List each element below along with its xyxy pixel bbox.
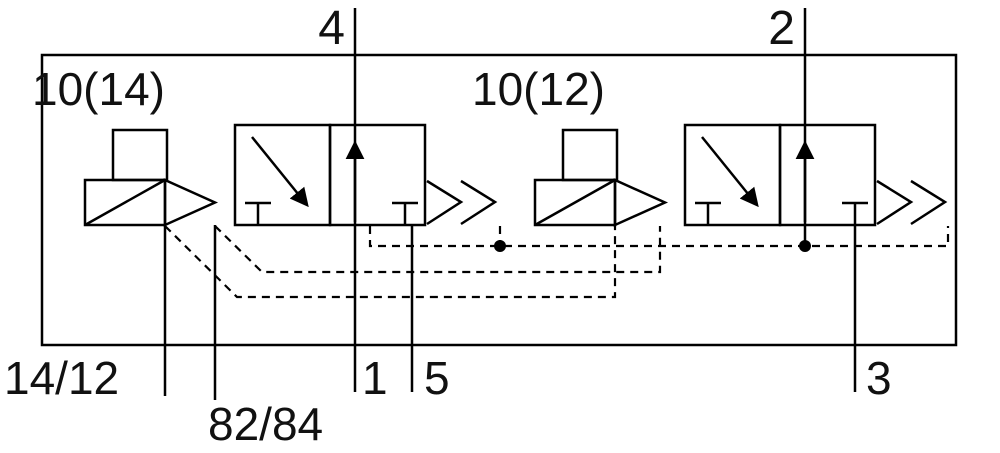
pilot-10-12-label: 10(12) bbox=[472, 63, 605, 115]
pilot-10-14-label: 10(14) bbox=[32, 63, 165, 115]
manifold-outline bbox=[40, 53, 958, 347]
control-82-84-label: 82/84 bbox=[208, 398, 323, 450]
port-3-label: 3 bbox=[866, 352, 892, 404]
port-2-label: 2 bbox=[768, 2, 795, 55]
port-1-label: 1 bbox=[362, 352, 388, 404]
junction-dot-left bbox=[494, 240, 506, 252]
pilot-channel-14-dashed bbox=[164, 225, 617, 299]
valve-module-left bbox=[85, 125, 495, 225]
pilot-channel-12-dashed bbox=[214, 225, 662, 274]
valve-module-right bbox=[535, 125, 945, 225]
port-5-label: 5 bbox=[424, 352, 450, 404]
pilot-supply-dashed bbox=[368, 226, 950, 248]
port-4-label: 4 bbox=[318, 2, 345, 55]
control-14-12-label: 14/12 bbox=[4, 352, 119, 404]
